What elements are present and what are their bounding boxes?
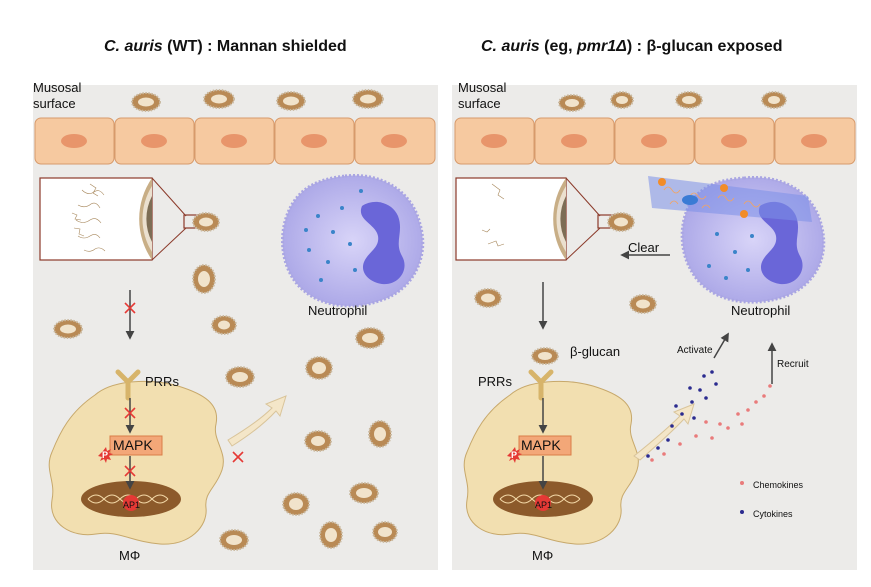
left-prrs-label: PRRs bbox=[145, 374, 179, 389]
right-phospho-label: P bbox=[511, 450, 518, 460]
right-prrs-label: PRRs bbox=[478, 374, 512, 389]
right-cell-wall-inset bbox=[455, 177, 615, 261]
right-neutrophil-label: Neutrophil bbox=[731, 303, 791, 318]
right-title-mutant: pmr1Δ bbox=[577, 38, 627, 55]
right-outflow-arrow bbox=[633, 403, 695, 461]
cytokine-dots bbox=[646, 370, 718, 458]
beta-glucan-label: β-glucan bbox=[570, 344, 621, 359]
left-mucosal-label-2: surface bbox=[33, 96, 76, 111]
left-panel-title: C. auris (WT) : Mannan shielded bbox=[104, 38, 347, 56]
left-macrophage-label: MΦ bbox=[119, 548, 141, 563]
right-mucosal-label-1: Musosal bbox=[458, 80, 507, 95]
activate-label: Activate bbox=[677, 345, 713, 356]
right-ap1-label: AP1 bbox=[535, 500, 553, 510]
right-mapk-label: MAPK bbox=[521, 437, 561, 453]
left-phospho-label: P bbox=[102, 450, 109, 460]
right-macrophage bbox=[463, 369, 639, 545]
left-block-x-1 bbox=[124, 302, 136, 314]
right-title-rest: ) : β-glucan exposed bbox=[626, 38, 783, 55]
right-neutrophil bbox=[648, 175, 826, 304]
left-macrophage bbox=[48, 369, 224, 545]
right-title-species: C. auris bbox=[481, 38, 540, 55]
left-cell-wall-inset bbox=[39, 177, 201, 261]
activate-arrow bbox=[713, 332, 729, 359]
left-mapk-label: MAPK bbox=[113, 437, 153, 453]
legend-chemokines-label: Chemokines bbox=[753, 480, 804, 490]
left-title-rest: (WT) : Mannan shielded bbox=[162, 38, 347, 55]
clear-label: Clear bbox=[628, 240, 660, 255]
left-blocked-outflow-arrow bbox=[227, 395, 287, 447]
chemokine-dots bbox=[650, 384, 772, 462]
left-block-x-2 bbox=[232, 451, 244, 463]
left-title-species: C. auris bbox=[104, 38, 163, 55]
left-ap1-label: AP1 bbox=[123, 500, 141, 510]
legend-chemokine-dot bbox=[740, 481, 744, 485]
left-mucosal-label-1: Musosal bbox=[33, 80, 82, 95]
left-neutrophil-label: Neutrophil bbox=[308, 303, 368, 318]
legend-cytokines-label: Cytokines bbox=[753, 509, 793, 519]
right-macrophage-label: MΦ bbox=[532, 548, 554, 563]
right-mucosal-label-2: surface bbox=[458, 96, 501, 111]
left-neutrophil bbox=[281, 173, 425, 308]
left-epithelium bbox=[34, 117, 436, 165]
legend-cytokine-dot bbox=[740, 510, 744, 514]
right-epithelium bbox=[454, 117, 856, 165]
recruit-label: Recruit bbox=[777, 359, 809, 370]
right-panel-title: C. auris (eg, pmr1Δ) : β-glucan exposed bbox=[481, 38, 782, 56]
right-panel bbox=[452, 85, 857, 570]
right-title-mid: (eg, bbox=[539, 38, 578, 55]
left-panel bbox=[33, 85, 438, 570]
